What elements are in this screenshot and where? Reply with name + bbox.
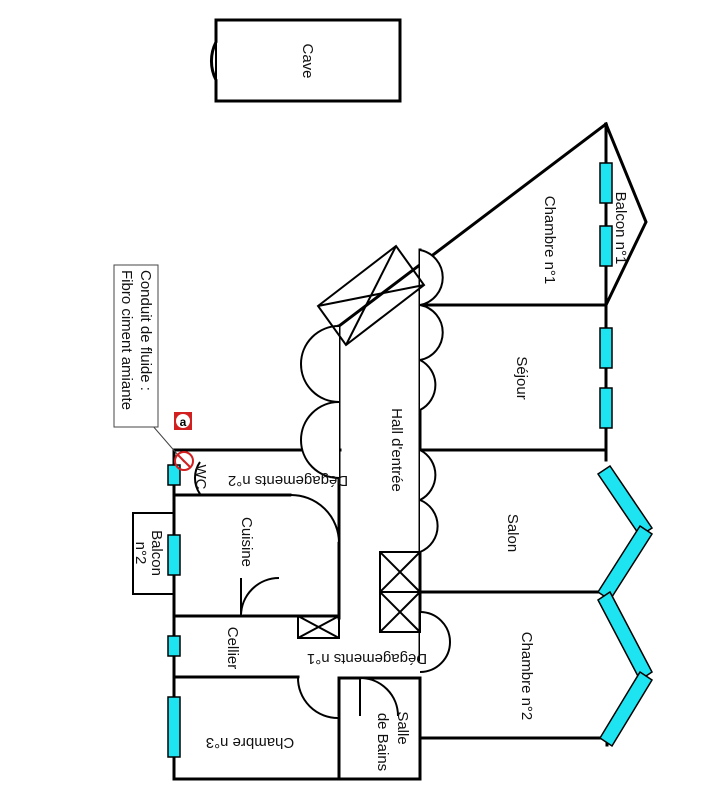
salon-label: Salon	[504, 514, 521, 552]
window-chambre1-b	[599, 225, 613, 267]
window-cellier	[167, 635, 181, 657]
room-labels: Balcon n°1 Chambre n°1 Séjour Hall d'ent…	[132, 192, 629, 772]
window-salon-a	[596, 464, 654, 538]
annotation-line2: Fibro ciment amiante	[118, 270, 135, 410]
doors	[193, 249, 451, 720]
hall-label: Hall d'entrée	[388, 408, 405, 492]
window-salon-b	[596, 524, 654, 602]
cave-label: Cave	[299, 43, 316, 78]
annotation-box: Conduit de fluide : Fibro ciment amiante	[113, 264, 159, 428]
window-sejour-b	[599, 387, 613, 429]
window-chambre2-b	[598, 670, 654, 748]
salle-label-b: de Bains	[374, 713, 391, 771]
chambre1-label: Chambre n°1	[541, 196, 558, 285]
cave-room: Cave	[209, 18, 402, 103]
chambre3-label: Chambre n°3	[206, 734, 295, 751]
window-chambre2-a	[597, 590, 653, 682]
degagements1-label: Dégagements n°1	[307, 650, 427, 667]
balcon2-label-a: Balcon	[148, 530, 165, 576]
window-cuisine	[167, 534, 181, 576]
balcon1-label: Balcon n°1	[612, 192, 629, 265]
windows	[167, 162, 654, 758]
wc-label: WC	[192, 465, 209, 490]
annotation-line1: Conduit de fluide :	[137, 270, 154, 391]
cellier-label: Cellier	[224, 627, 241, 670]
chambre2-label: Chambre n°2	[518, 632, 535, 721]
window-wc	[167, 464, 181, 486]
apartment-walls	[172, 121, 648, 781]
cuisine-label: Cuisine	[238, 517, 255, 567]
window-chambre1-a	[599, 162, 613, 204]
shafts	[297, 244, 426, 639]
asbestos-marker: a	[151, 412, 194, 471]
window-sejour-a	[599, 327, 613, 369]
balcon2	[132, 512, 174, 595]
salle-label-a: Salle	[394, 711, 411, 744]
sejour-label: Séjour	[513, 356, 530, 399]
degagements2-label: Dégagements n°2	[228, 472, 348, 489]
window-chambre3	[167, 696, 181, 758]
balcon2-label-b: n°2	[132, 542, 149, 565]
hazard-marker-label: a	[180, 415, 187, 429]
